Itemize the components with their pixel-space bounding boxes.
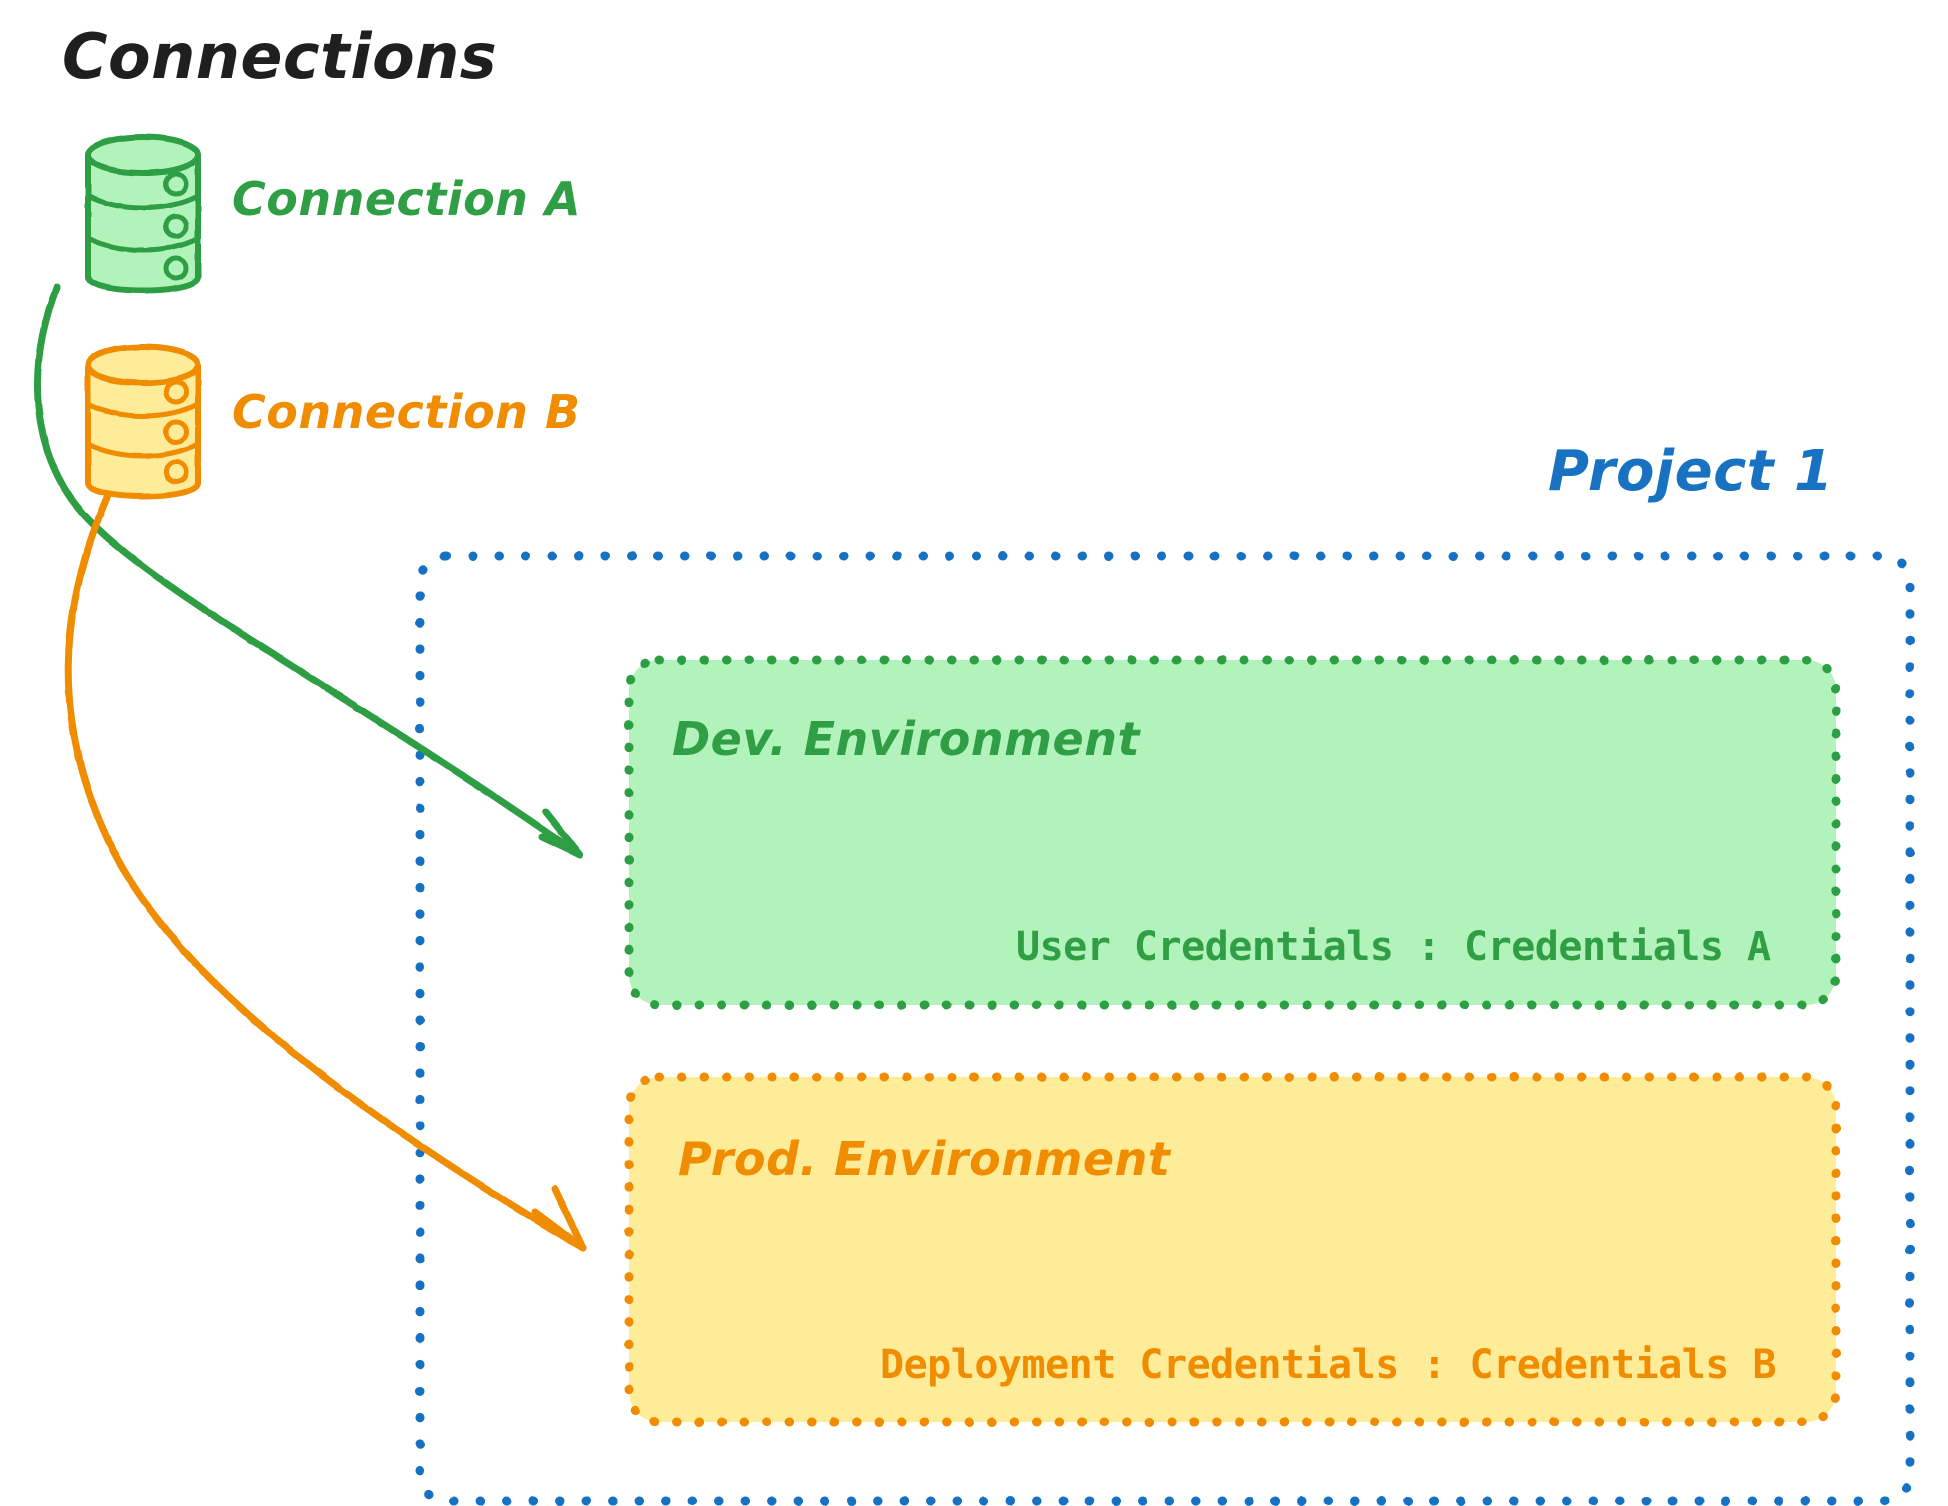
db-b-led-2 [163,419,189,445]
db-a-top-fill [88,137,198,173]
connection-b-arrow-curve [64,491,587,1252]
connection-a-label[interactable]: Connection A [232,172,581,226]
connection-b-arrow [64,491,587,1252]
prod-environment-credentials: Deployment Credentials : Credentials B [880,1342,1776,1388]
db-b-top-fill [88,347,198,383]
db-a-led-3 [163,255,189,281]
connection-b-arrow-head [531,1185,587,1252]
db-b-divider-1 [85,401,201,419]
project-dotted-border [415,551,1915,1506]
db-a-outline [85,152,201,294]
connection-a-arrow-head [538,808,584,859]
prod-environment-title: Prod. Environment [678,1132,1172,1186]
dev-environment-box[interactable] [624,655,1841,1010]
project-title: Project 1 [1548,439,1834,504]
dev-environment-credentials: User Credentials : Credentials A [1016,924,1771,970]
db-b-divider-2 [85,441,201,459]
connection-a-arrow-curve [33,283,584,859]
db-b-outline [85,362,201,500]
page-title: Connections [62,20,497,93]
dev-environment-title: Dev. Environment [672,712,1141,766]
database-cylinder-icon[interactable] [85,344,201,500]
db-b-led-3 [163,459,189,485]
db-a-led-1 [163,171,189,197]
database-cylinder-icon[interactable] [85,134,201,294]
db-a-divider-1 [85,193,201,211]
db-b-led-1 [163,379,189,405]
connection-b-label[interactable]: Connection B [232,385,581,439]
project-container[interactable] [415,551,1915,1506]
prod-environment-box[interactable] [624,1072,1841,1427]
db-a-led-2 [163,213,189,239]
connection-a-arrow [33,283,584,859]
dev-environment-fill [629,660,1836,1005]
db-a-body-fill [88,155,198,291]
prod-environment-fill [629,1077,1836,1422]
db-a-divider-2 [85,235,201,253]
